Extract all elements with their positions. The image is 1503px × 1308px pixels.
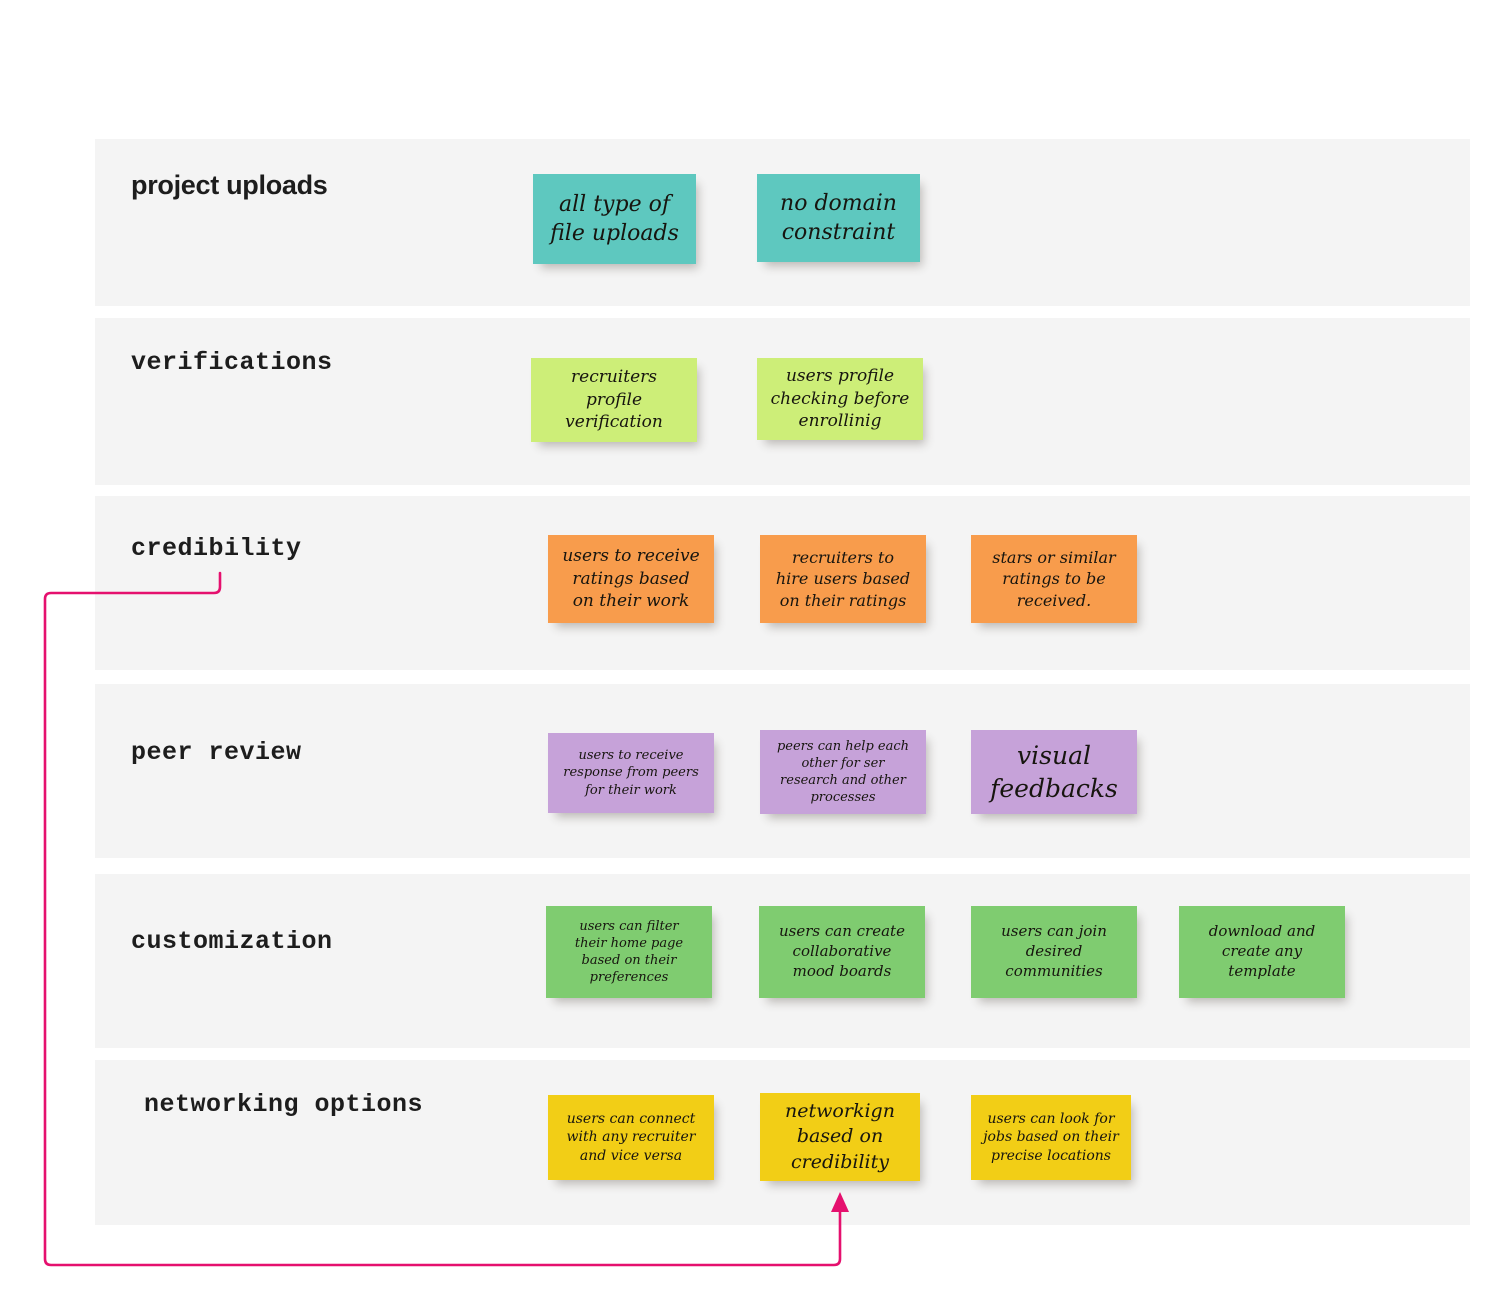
sticky-note-text: users can create collaborative mood boar… (779, 922, 905, 980)
sticky-note-text: stars or similar ratings to be received. (992, 548, 1116, 610)
row-label-verifications: verifications (131, 348, 333, 377)
sticky-note-text: all type of file uploads (550, 191, 679, 246)
sticky-note[interactable]: users can join desired communities (971, 906, 1137, 998)
sticky-note-text: users can connect with any recruiter and… (566, 1110, 696, 1164)
sticky-note-text: no domain constraint (780, 190, 897, 245)
sticky-note[interactable]: peers can help each other for ser resear… (760, 730, 926, 814)
sticky-note[interactable]: users can filter their home page based o… (546, 906, 712, 998)
sticky-note[interactable]: visual feedbacks (971, 730, 1137, 814)
sticky-note-text: visual feedbacks (990, 741, 1118, 803)
sticky-note-text: users can look for jobs based on their p… (983, 1110, 1119, 1164)
sticky-note-text: users to receive response from peers for… (563, 748, 699, 798)
sticky-note-text: users can join desired communities (1001, 922, 1107, 980)
sticky-note-text: peers can help each other for ser resear… (776, 738, 910, 806)
sticky-note-text: users to receive ratings based on their … (562, 546, 700, 612)
sticky-note-text: users can filter their home page based o… (574, 918, 684, 986)
sticky-note[interactable]: recruiters profile verification (531, 358, 697, 442)
row-label-peer-review: peer review (131, 738, 302, 767)
sticky-note[interactable]: stars or similar ratings to be received. (971, 535, 1137, 623)
sticky-note-text: users profile checking before enrollinig (770, 366, 910, 432)
sticky-note[interactable]: networkign based on credibility (760, 1093, 920, 1181)
sticky-note-text: recruiters profile verification (565, 367, 663, 433)
sticky-note[interactable]: download and create any template (1179, 906, 1345, 998)
sticky-note[interactable]: all type of file uploads (533, 174, 696, 264)
row-label-networking-options: networking options (144, 1090, 424, 1119)
sticky-note[interactable]: users can create collaborative mood boar… (759, 906, 925, 998)
row-label-customization: customization (131, 927, 333, 956)
sticky-note[interactable]: users to receive response from peers for… (548, 733, 714, 813)
sticky-note-text: networkign based on credibility (785, 1100, 895, 1173)
sticky-note[interactable]: users profile checking before enrollinig (757, 358, 923, 440)
sticky-note-text: download and create any template (1208, 922, 1316, 980)
sticky-note-text: recruiters to hire users based on their … (775, 548, 911, 610)
row-label-project-uploads: project uploads (131, 170, 328, 200)
sticky-note[interactable]: no domain constraint (757, 174, 920, 262)
sticky-note[interactable]: users can look for jobs based on their p… (971, 1095, 1131, 1180)
sticky-note[interactable]: users to receive ratings based on their … (548, 535, 714, 623)
row-label-credibility: credibility (131, 534, 302, 563)
sticky-note[interactable]: users can connect with any recruiter and… (548, 1095, 714, 1180)
sticky-note[interactable]: recruiters to hire users based on their … (760, 535, 926, 623)
